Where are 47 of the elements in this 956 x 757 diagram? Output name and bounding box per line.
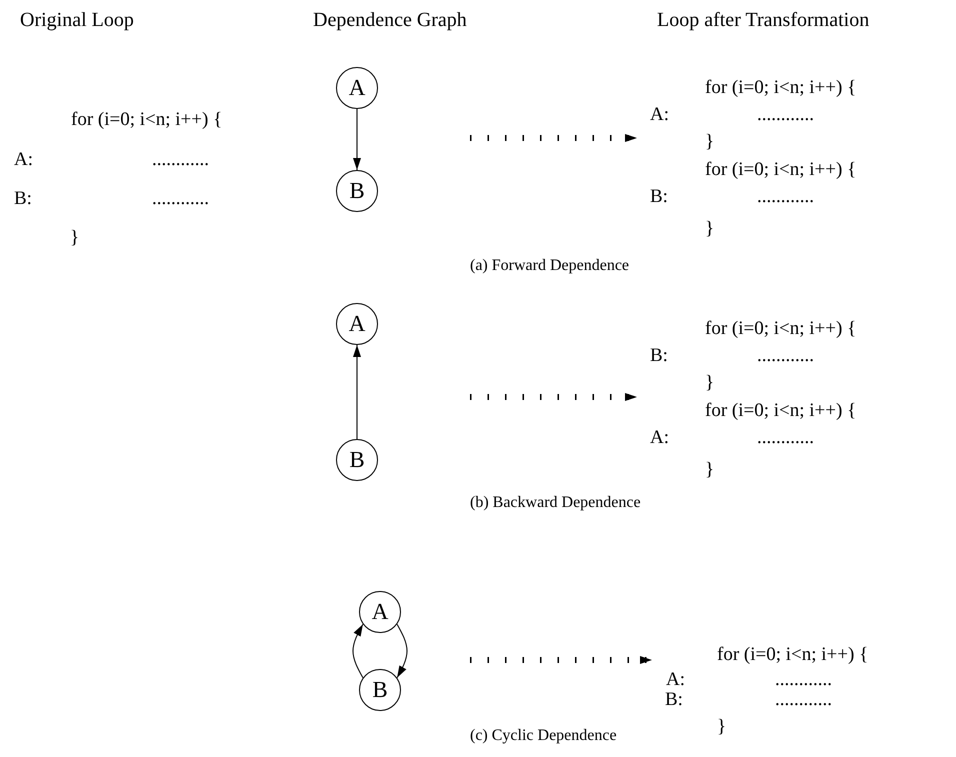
graph-node-circle: A — [359, 591, 401, 633]
fill-in-line: ............ — [757, 427, 814, 449]
closing-brace: } — [705, 218, 714, 240]
closing-brace: } — [70, 227, 80, 249]
statement-label: B: — [650, 186, 668, 208]
fill-in-line: ............ — [152, 188, 209, 210]
arrow — [353, 108, 361, 170]
fill-in-line: ............ — [757, 186, 814, 208]
statement-label: A: — [14, 149, 33, 171]
statement-label: A: — [666, 669, 685, 691]
graph-node-circle: A — [336, 303, 378, 345]
loop-code-line: for (i=0; i<n; i++) { — [705, 159, 856, 181]
loop-code-line: for (i=0; i<n; i++) { — [71, 109, 222, 131]
graph-node-circle: B — [336, 439, 378, 481]
caption: (c) Cyclic Dependence — [470, 726, 617, 746]
fill-in-line: ............ — [757, 104, 814, 126]
statement-label: B: — [650, 345, 668, 367]
column-title: Dependence Graph — [313, 9, 467, 31]
loop-code-line: for (i=0; i<n; i++) { — [705, 318, 856, 340]
dotted-arrow — [470, 134, 637, 142]
graph-node-circle: B — [336, 170, 378, 212]
loop-code-line: for (i=0; i<n; i++) { — [705, 400, 856, 422]
caption: (b) Backward Dependence — [470, 493, 641, 513]
graph-node-circle: B — [359, 669, 401, 711]
statement-label: A: — [650, 427, 669, 449]
closing-brace: } — [705, 372, 714, 394]
statement-label: B: — [665, 689, 683, 711]
caption: (a) Forward Dependence — [470, 256, 630, 276]
dotted-arrow — [470, 393, 637, 401]
dotted-arrow — [470, 656, 652, 664]
closing-brace: } — [705, 459, 714, 481]
column-title: Loop after Transformation — [657, 9, 870, 31]
column-title: Original Loop — [20, 9, 134, 31]
statement-label: B: — [14, 188, 32, 210]
arrow — [352, 624, 364, 678]
closing-brace: } — [705, 131, 714, 153]
fill-in-line: ............ — [757, 345, 814, 367]
arrow — [396, 624, 408, 678]
loop-code-line: for (i=0; i<n; i++) { — [705, 77, 856, 99]
closing-brace: } — [717, 716, 726, 738]
fill-in-line: ............ — [775, 669, 832, 691]
statement-label: A: — [650, 104, 669, 126]
loop-code-line: for (i=0; i<n; i++) { — [717, 644, 868, 666]
graph-node-circle: A — [336, 67, 378, 109]
fill-in-line: ............ — [775, 689, 832, 711]
arrow — [353, 344, 361, 440]
fill-in-line: ............ — [152, 149, 209, 171]
